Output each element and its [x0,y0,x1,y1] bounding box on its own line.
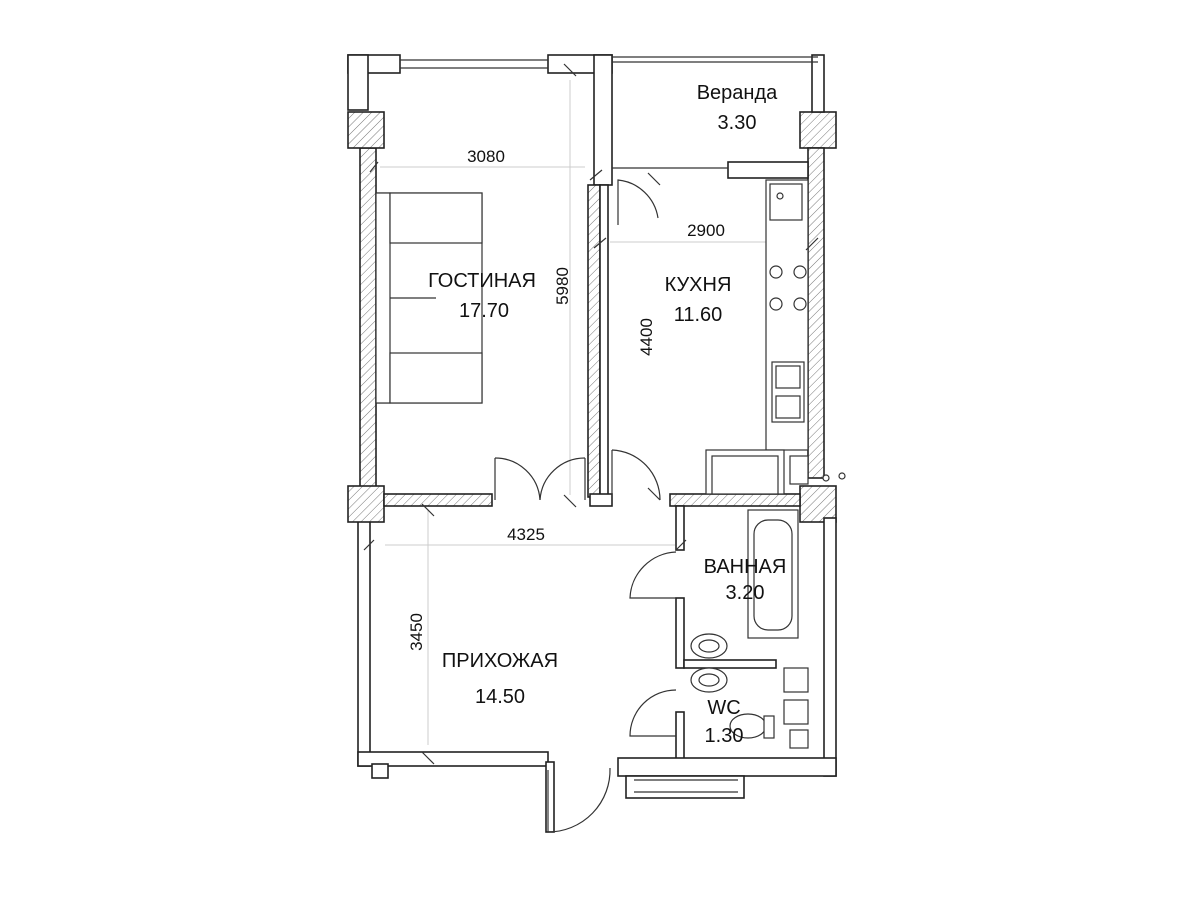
veranda-area: 3.30 [718,112,757,134]
kitchen-fixtures [705,179,846,495]
bath-fixtures [690,509,809,749]
living-width-dimension: 3080 [467,147,505,166]
washbasin-icon [690,633,728,659]
walls [347,54,837,833]
living-room-name: ГОСТИНАЯ [428,270,536,292]
living-room-area: 17.70 [459,300,509,322]
washbasin-icon [690,667,728,693]
sink-icon [771,361,805,423]
kitchen-area: 11.60 [674,304,723,326]
toilet-icon [729,713,775,739]
hall-name: ПРИХОЖАЯ [442,650,558,672]
room-labels: ГОСТИНАЯ 17.70 КУХНЯ 11.60 Веранда 3.30 … [428,82,786,747]
wc-name: WC [707,697,740,719]
living-length-dimension: 5980 [553,267,572,305]
kitchen-width-dimension: 2900 [687,221,725,240]
kitchen-length-dimension: 4400 [637,318,656,356]
hall-length-dimension: 3450 [407,613,426,651]
hall-width-dimension: 4325 [507,525,545,544]
bath-area: 3.20 [726,582,765,604]
veranda-name: Веранда [697,82,778,104]
hall-area: 14.50 [475,686,525,708]
doors [494,179,677,833]
dimension-labels: 3080 5980 2900 4400 4325 3450 [407,147,725,651]
kitchen-name: КУХНЯ [665,274,732,296]
dimension-ticks [363,63,819,765]
stove-icon [769,265,807,311]
sofa-icon [375,192,483,404]
bath-name: ВАННАЯ [704,556,787,578]
wc-area: 1.30 [705,725,744,747]
